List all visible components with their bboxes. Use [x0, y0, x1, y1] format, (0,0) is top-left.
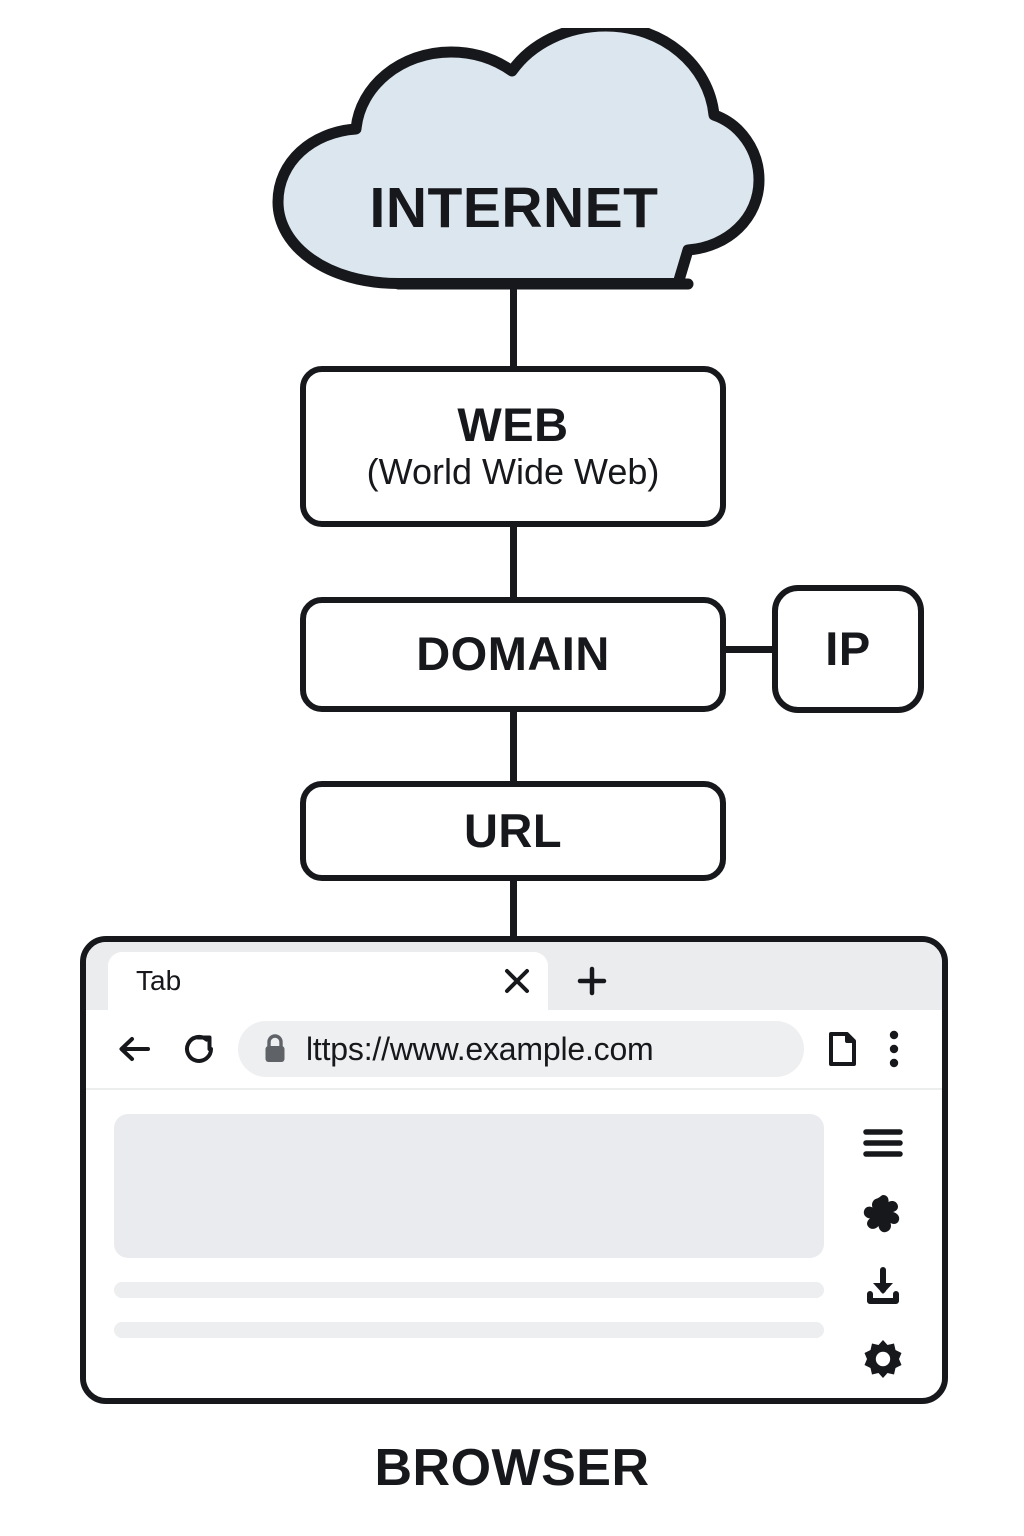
three-dot-menu-icon[interactable]	[868, 1023, 920, 1075]
browser-content	[86, 1090, 942, 1384]
content-placeholder-block	[114, 1114, 824, 1258]
browser-sidebar	[824, 1114, 942, 1384]
node-ip-title: IP	[825, 621, 871, 675]
content-placeholder-bar	[114, 1282, 824, 1298]
node-web-subtitle: (World Wide Web)	[366, 450, 660, 492]
browser-toolbar: lttps://www.example.com	[86, 1010, 942, 1090]
close-icon[interactable]	[494, 958, 540, 1004]
cloud-shape	[272, 28, 765, 289]
hamburger-menu-icon[interactable]	[857, 1118, 909, 1168]
browser-tab[interactable]: Tab	[108, 952, 548, 1010]
node-web-title: WEB	[457, 397, 569, 451]
node-domain[interactable]: DOMAIN	[300, 597, 726, 712]
node-ip[interactable]: IP	[772, 585, 924, 713]
browser-tabstrip: Tab	[86, 942, 942, 1010]
node-url-title: URL	[463, 803, 563, 857]
address-bar-text: lttps://www.example.com	[306, 1030, 654, 1067]
content-placeholder-bar	[114, 1322, 824, 1338]
page-document-icon[interactable]	[816, 1023, 868, 1075]
browser-tab-title: Tab	[136, 965, 182, 996]
back-arrow-icon[interactable]	[108, 1023, 160, 1075]
address-bar[interactable]: lttps://www.example.com	[238, 1021, 804, 1077]
download-icon[interactable]	[857, 1262, 909, 1312]
connector-web-to-domain	[510, 521, 517, 603]
connector-internet-to-web	[510, 258, 517, 370]
plus-icon[interactable]	[564, 952, 620, 1010]
extension-puzzle-icon[interactable]	[857, 1190, 909, 1240]
reload-icon[interactable]	[174, 1023, 226, 1075]
node-url[interactable]: URL	[300, 781, 726, 881]
internet-label: INTERNET	[369, 176, 659, 240]
browser-caption-label: BROWSER	[374, 1439, 650, 1497]
browser-window: Tab	[80, 936, 948, 1404]
node-web[interactable]: WEB (World Wide Web)	[300, 366, 726, 527]
settings-gear-icon[interactable]	[857, 1334, 909, 1384]
internet-cloud: INTERNET	[248, 28, 780, 290]
connector-domain-to-url	[510, 706, 517, 787]
connector-domain-to-ip	[718, 646, 778, 653]
lock-icon	[260, 1032, 290, 1066]
node-domain-title: DOMAIN	[416, 627, 610, 681]
content-placeholders	[86, 1114, 824, 1384]
connector-url-to-browser	[510, 875, 517, 942]
